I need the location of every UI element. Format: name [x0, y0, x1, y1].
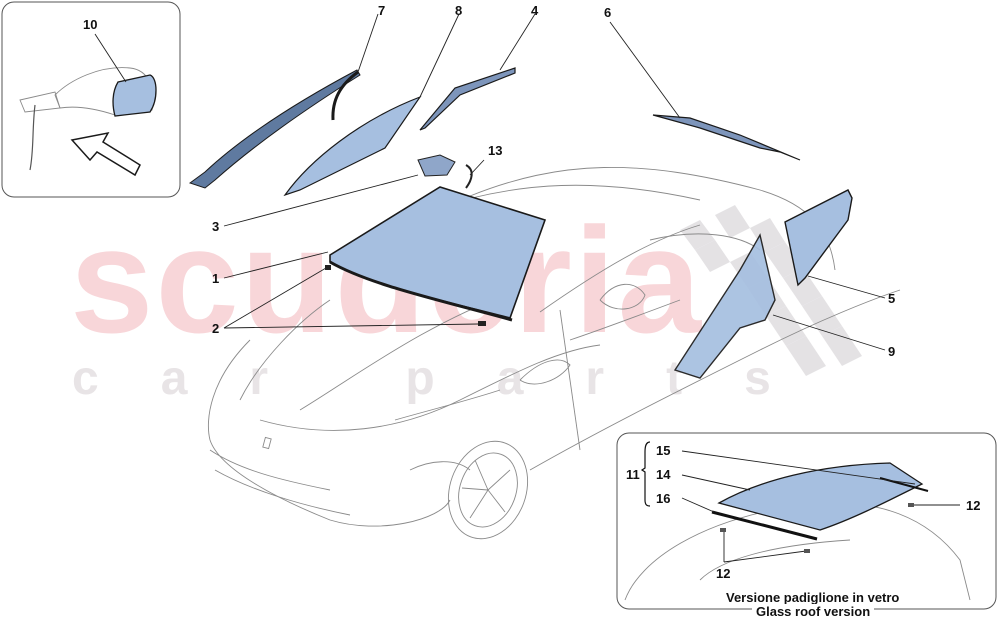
inset-caption-italian: Versione padiglione in vetro	[722, 590, 904, 605]
front-door-glass[interactable]	[283, 95, 422, 197]
callout-6-roof-trim[interactable]: 6	[604, 5, 612, 20]
callout-1-windscreen[interactable]: 1	[212, 271, 220, 286]
windscreen-clip-right[interactable]	[478, 321, 486, 326]
rain-sensor[interactable]	[417, 154, 456, 177]
callout-3-rain-sensor[interactable]: 3	[212, 219, 220, 234]
callout-11-group[interactable]: 11	[626, 467, 640, 482]
inset-caption-english: Glass roof version	[752, 604, 875, 619]
roof-trim[interactable]	[652, 114, 801, 161]
callout-10-mirror-glass[interactable]: 10	[83, 17, 98, 32]
windscreen-seal	[329, 260, 513, 322]
callout-5-rear-quarter-glass[interactable]: 5	[888, 291, 896, 306]
callout-15-seal-top[interactable]: 15	[656, 443, 671, 458]
callout-8-door-glass[interactable]: 8	[455, 3, 463, 18]
mirror-glass[interactable]	[112, 74, 157, 117]
front-quarter-glass[interactable]	[419, 67, 516, 131]
car-outline	[207, 167, 901, 540]
sensor-harness[interactable]	[465, 164, 473, 189]
callout-4-quarter-glass[interactable]: 4	[531, 3, 539, 18]
glass-roof-panel[interactable]	[717, 462, 924, 531]
callout-14-glass-roof[interactable]: 14	[656, 467, 671, 482]
callout-7-a-pillar[interactable]: 7	[378, 3, 386, 18]
callout-12-clips-bottom[interactable]: 12	[716, 566, 731, 581]
glass-roof-inset	[616, 432, 997, 610]
rear-side-glass[interactable]	[673, 233, 776, 379]
callout-13-harness[interactable]: 13	[488, 143, 503, 158]
leader-lines	[223, 13, 886, 351]
group-brace	[640, 441, 651, 507]
roof-clip[interactable]	[804, 549, 810, 553]
callout-2-clips[interactable]: 2	[212, 321, 220, 336]
windscreen-glass[interactable]	[329, 186, 547, 319]
callout-12-clip-right[interactable]: 12	[966, 498, 981, 513]
callout-16-seal-bottom[interactable]: 16	[656, 491, 671, 506]
a-pillar-trim[interactable]	[188, 69, 361, 189]
roof-seal-bottom[interactable]	[711, 510, 818, 541]
callout-9-rear-side-glass[interactable]: 9	[888, 344, 896, 359]
watermark-subtitle: car parts	[72, 352, 833, 405]
arrow-icon	[70, 131, 141, 177]
windscreen-clip-left[interactable]	[325, 265, 331, 270]
roof-clip[interactable]	[720, 528, 726, 532]
roof-clip[interactable]	[908, 503, 914, 507]
mirror-inset	[1, 1, 181, 198]
rear-quarter-glass[interactable]	[784, 189, 853, 287]
